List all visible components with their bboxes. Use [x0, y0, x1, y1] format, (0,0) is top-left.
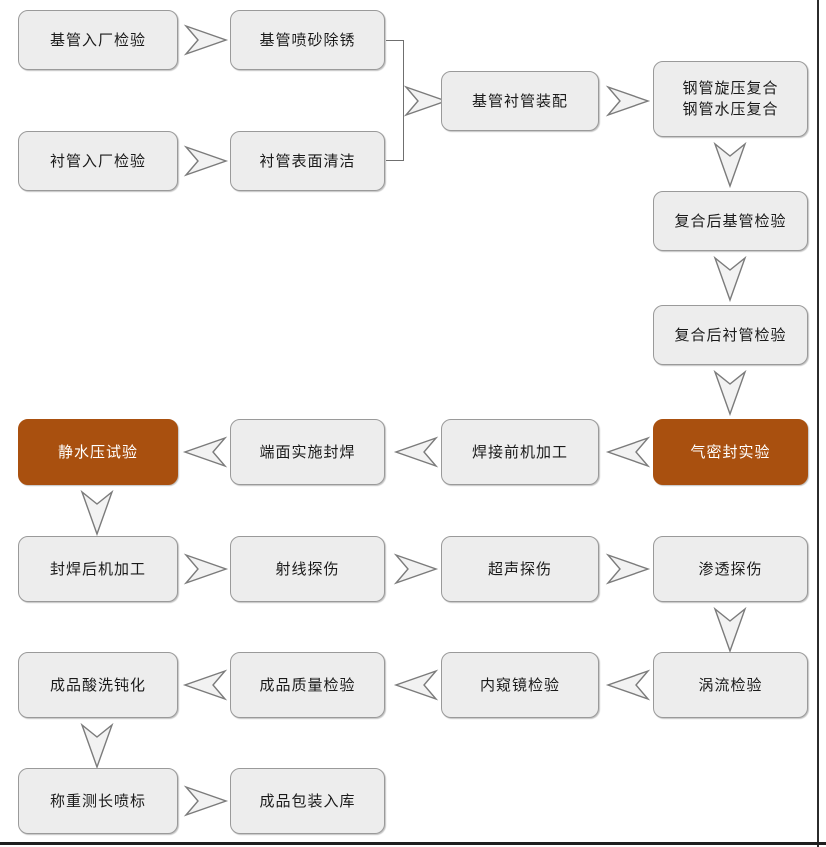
merge-bracket-connector	[386, 40, 404, 161]
node-label: 内窥镜检验	[479, 675, 560, 694]
node-pipe-spin-and-hydro-compounding[interactable]: 钢管旋压复合 钢管水压复合	[653, 61, 808, 137]
node-hydrostatic-test[interactable]: 静水压试验	[18, 419, 178, 485]
node-product-quality-inspection[interactable]: 成品质量检验	[230, 652, 385, 718]
page-border-right	[817, 0, 819, 847]
arrow-left-n18-n19	[393, 669, 439, 701]
arrow-right-n03-n04	[183, 145, 229, 177]
node-base-pipe-sandblast-derust[interactable]: 基管喷砂除锈	[230, 10, 385, 70]
node-label: 称重测长喷标	[49, 791, 146, 810]
node-air-tightness-test[interactable]: 气密封实验	[653, 419, 808, 485]
node-product-packaging-warehousing[interactable]: 成品包装入库	[230, 768, 385, 834]
node-label: 焊接前机加工	[471, 442, 568, 461]
node-label: 气密封实验	[690, 442, 771, 461]
node-product-pickling-passivation[interactable]: 成品酸洗钝化	[18, 652, 178, 718]
node-label: 基管喷砂除锈	[259, 30, 356, 49]
node-post-compound-base-pipe-inspection[interactable]: 复合后基管检验	[653, 191, 808, 251]
node-label: 基管入厂检验	[49, 30, 146, 49]
arrow-down-n20-n21	[80, 722, 114, 770]
node-label: 钢管旋压复合 钢管水压复合	[682, 79, 779, 118]
node-label: 静水压试验	[57, 442, 138, 461]
arrow-left-n17-n18	[605, 669, 651, 701]
arrow-right-n15-n16	[605, 553, 651, 585]
arrow-down-n08-n09	[713, 369, 747, 417]
node-label: 复合后衬管检验	[674, 325, 787, 344]
node-label: 超声探伤	[487, 559, 552, 578]
node-label: 复合后基管检验	[674, 211, 787, 230]
node-weigh-measure-mark[interactable]: 称重测长喷标	[18, 768, 178, 834]
node-label: 成品质量检验	[259, 675, 356, 694]
node-endoscope-inspection[interactable]: 内窥镜检验	[441, 652, 599, 718]
node-label: 衬管入厂检验	[49, 151, 146, 170]
arrow-down-n07-n08	[713, 255, 747, 303]
arrow-left-n10-n11	[393, 436, 439, 468]
node-label: 渗透探伤	[698, 559, 763, 578]
arrow-down-n12-n13	[80, 489, 114, 537]
node-post-compound-liner-pipe-inspection[interactable]: 复合后衬管检验	[653, 305, 808, 365]
node-penetrant-testing[interactable]: 渗透探伤	[653, 536, 808, 602]
node-label: 衬管表面清洁	[259, 151, 356, 170]
node-base-pipe-incoming-inspection[interactable]: 基管入厂检验	[18, 10, 178, 70]
arrow-right-n05-n06	[605, 85, 651, 117]
node-label: 涡流检验	[698, 675, 763, 694]
arrow-left-n19-n20	[182, 669, 228, 701]
node-pre-weld-machining[interactable]: 焊接前机加工	[441, 419, 599, 485]
arrow-left-n11-n12	[182, 436, 228, 468]
node-post-weld-machining[interactable]: 封焊后机加工	[18, 536, 178, 602]
arrow-right-n14-n15	[393, 553, 439, 585]
node-end-face-seal-welding[interactable]: 端面实施封焊	[230, 419, 385, 485]
node-label: 成品包装入库	[259, 791, 356, 810]
node-label: 成品酸洗钝化	[49, 675, 146, 694]
node-ultrasonic-testing[interactable]: 超声探伤	[441, 536, 599, 602]
node-liner-pipe-surface-cleaning[interactable]: 衬管表面清洁	[230, 131, 385, 191]
node-label: 端面实施封焊	[259, 442, 356, 461]
arrow-left-n09-n10	[605, 436, 651, 468]
page-border-bottom	[0, 842, 826, 845]
arrow-down-n06-n07	[713, 141, 747, 189]
node-base-liner-assembly[interactable]: 基管衬管装配	[441, 71, 599, 131]
node-eddy-current-testing[interactable]: 涡流检验	[653, 652, 808, 718]
arrow-right-n13-n14	[183, 553, 229, 585]
node-liner-pipe-incoming-inspection[interactable]: 衬管入厂检验	[18, 131, 178, 191]
node-label: 基管衬管装配	[471, 91, 568, 110]
arrow-down-n16-n17	[713, 606, 747, 654]
arrow-right-n21-n22	[183, 785, 229, 817]
node-label: 射线探伤	[275, 559, 340, 578]
node-radiographic-testing[interactable]: 射线探伤	[230, 536, 385, 602]
arrow-right-n01-n02	[183, 24, 229, 56]
node-label: 封焊后机加工	[49, 559, 146, 578]
